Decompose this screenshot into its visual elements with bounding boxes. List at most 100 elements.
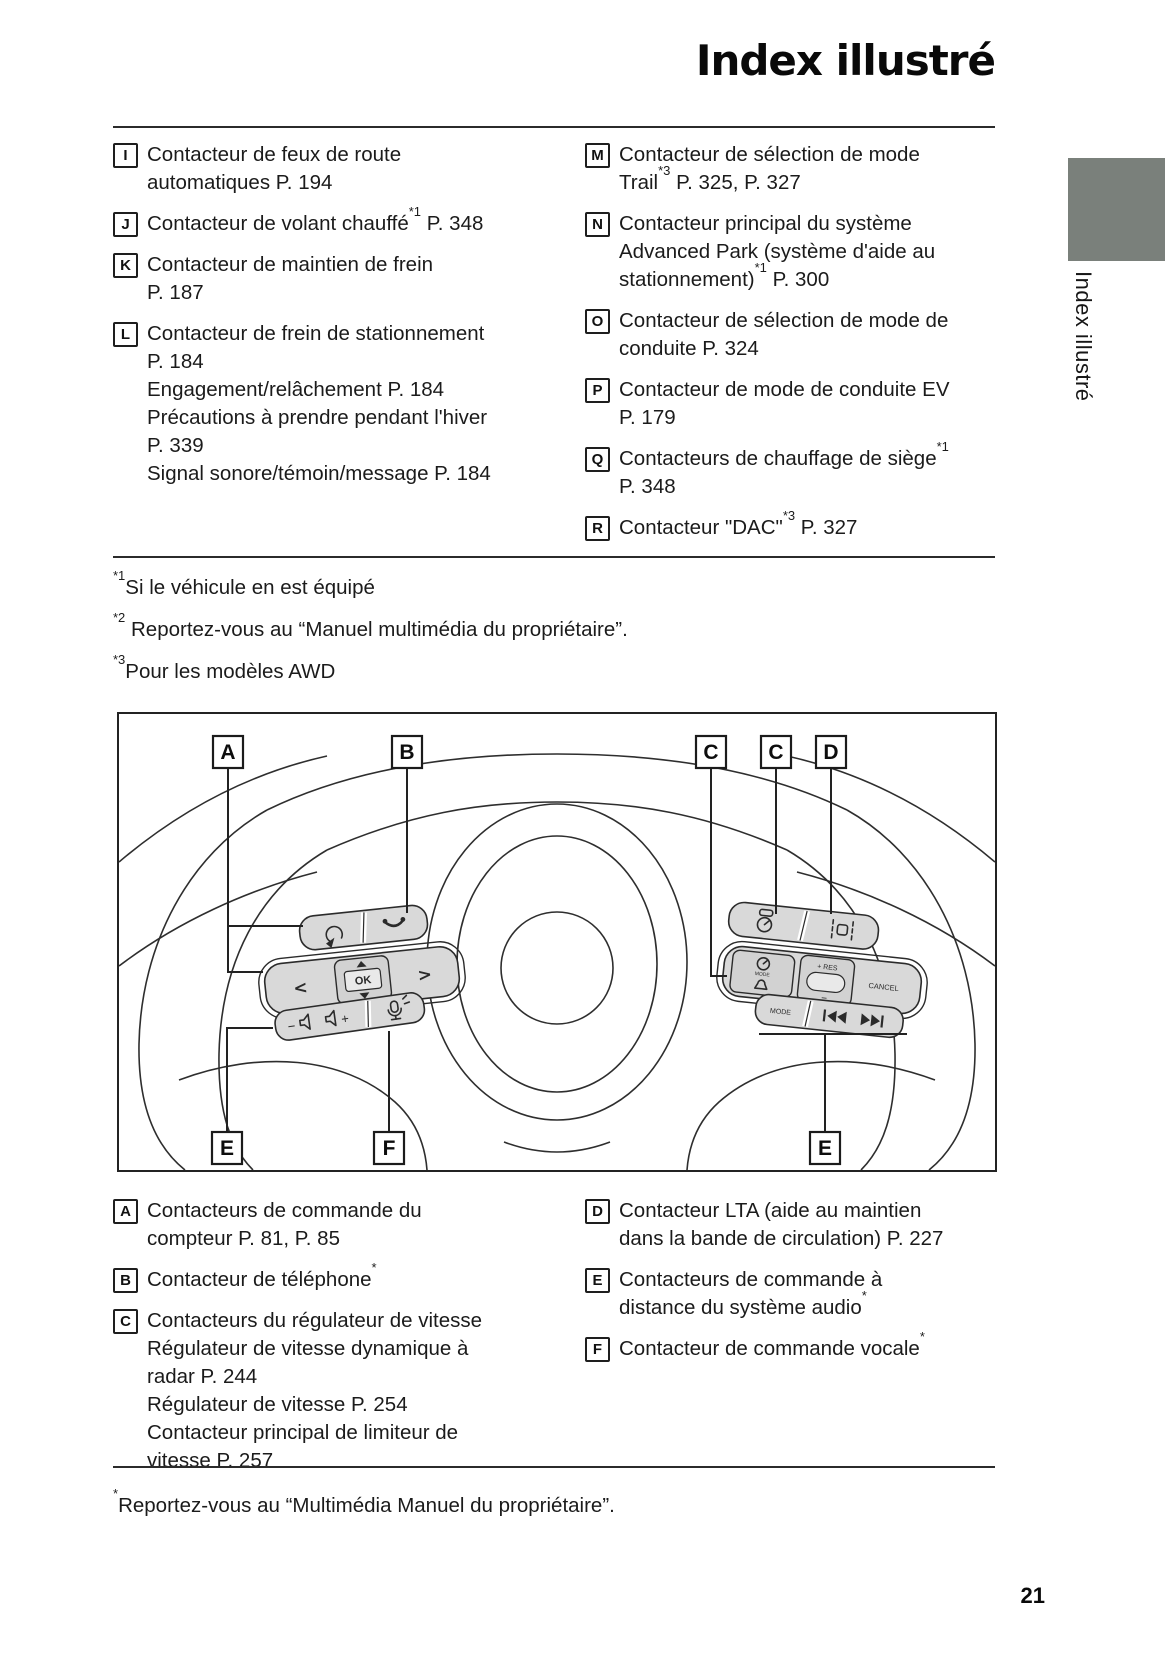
previous-track-icon — [822, 1009, 847, 1024]
index-item-E: E Contacteurs de commande à distance du s… — [585, 1266, 953, 1322]
left-arrow-button: < — [292, 978, 308, 999]
item-key-badge: I — [113, 143, 138, 168]
item-line: Contacteur de frein de stationnement P. … — [147, 322, 485, 373]
superscript-marker: * — [861, 1288, 867, 1304]
item-line: Engagement/relâchement P. 184 — [147, 378, 445, 401]
speaker-icon — [324, 1009, 337, 1027]
item-line: Contacteur LTA (aide au maintien dans la… — [619, 1199, 944, 1250]
callout-D: D — [823, 741, 838, 764]
item-key-badge: Q — [585, 447, 610, 472]
volume-up-label: + — [340, 1011, 350, 1027]
up-arrow-icon — [356, 960, 367, 968]
item-text: Contacteur de sélection de mode Trail*3 … — [619, 141, 953, 197]
top-list-left-column: I Contacteur de feux de route automatique… — [113, 141, 493, 555]
item-text: Contacteurs de commande à distance du sy… — [619, 1266, 953, 1322]
index-item-F: F Contacteur de commande vocale* — [585, 1329, 953, 1363]
index-item-N: N Contacteur principal du système Advance… — [585, 210, 953, 294]
item-text: Contacteur de maintien de frein P. 187 — [147, 251, 493, 307]
callout-leader-lines — [226, 768, 907, 1132]
divider-bottom — [113, 1466, 995, 1468]
callout-E-right: E — [818, 1137, 832, 1160]
down-arrow-icon — [359, 992, 370, 999]
superscript-marker: *3 — [113, 652, 126, 668]
item-key-badge: B — [113, 1268, 138, 1293]
item-line: Contacteur "DAC"*3 P. 327 — [619, 508, 858, 539]
index-item-D: D Contacteur LTA (aide au maintien dans l… — [585, 1197, 953, 1253]
back-icon — [325, 925, 343, 949]
bottom-index-list: A Contacteurs de commande du compteur P. … — [113, 1197, 995, 1488]
res-label: + RES — [817, 963, 838, 972]
phone-icon — [382, 916, 406, 928]
mode-small-label: MODE — [754, 971, 770, 979]
item-key-badge: A — [113, 1199, 138, 1224]
footnote-line: *1Si le véhicule en est équipé — [113, 568, 375, 599]
item-key-badge: J — [113, 212, 138, 237]
callout-C2: C — [768, 741, 783, 764]
item-line: Précautions à prendre pendant l'hiver P.… — [147, 406, 488, 457]
item-text: Contacteur de frein de stationnement P. … — [147, 320, 493, 488]
item-line: Contacteur de téléphone* — [147, 1260, 377, 1291]
item-key-badge: C — [113, 1309, 138, 1334]
item-line: Contacteur de sélection de mode Trail*3 … — [619, 143, 920, 194]
lane-keep-icon — [830, 919, 855, 942]
item-key-badge: N — [585, 212, 610, 237]
page-title: Index illustré — [695, 36, 996, 85]
item-key-badge: F — [585, 1337, 610, 1362]
item-key-badge: K — [113, 253, 138, 278]
callout-E-left: E — [220, 1137, 234, 1160]
item-line: Contacteur de commande vocale* — [619, 1329, 925, 1360]
callout-F: F — [383, 1137, 396, 1160]
item-line: Signal sonore/témoin/message P. 184 — [147, 462, 491, 485]
index-item-Q: Q Contacteurs de chauffage de siège*1 P. … — [585, 439, 953, 501]
superscript-marker: *3 — [658, 163, 671, 179]
item-line: Régulateur de vitesse dynamique à radar … — [147, 1337, 469, 1388]
superscript-marker: *2 — [113, 610, 126, 626]
item-text: Contacteur "DAC"*3 P. 327 — [619, 508, 858, 542]
bottom-list-left-column: A Contacteurs de commande du compteur P. … — [113, 1197, 493, 1488]
item-key-badge: D — [585, 1199, 610, 1224]
right-arrow-button: > — [417, 965, 433, 986]
index-item-I: I Contacteur de feux de route automatique… — [113, 141, 493, 197]
superscript-marker: *1 — [936, 439, 949, 455]
index-item-L: L Contacteur de frein de stationnement P.… — [113, 320, 493, 488]
item-line: Régulateur de vitesse P. 254 — [147, 1393, 408, 1416]
bottom-footnote: *Reportez-vous au “Multimédia Manuel du … — [113, 1487, 615, 1534]
callout-B: B — [399, 741, 414, 764]
item-line: Contacteurs du régulateur de vitesse — [147, 1309, 483, 1332]
item-key-badge: L — [113, 322, 138, 347]
item-text: Contacteur de volant chauffé*1 P. 348 — [147, 204, 484, 238]
callout-labels: A B C C D E F E — [210, 734, 848, 1166]
chapter-tab-label: Index illustré — [1071, 271, 1096, 402]
footnote-line: *3Pour les modèles AWD — [113, 652, 336, 683]
item-text: Contacteurs de chauffage de siège*1 P. 3… — [619, 439, 953, 501]
index-item-K: K Contacteur de maintien de frein P. 187 — [113, 251, 493, 307]
item-line: Contacteurs de commande à distance du sy… — [619, 1268, 883, 1319]
voice-command-icon — [387, 994, 411, 1021]
callout-A: A — [220, 741, 235, 764]
item-line: Contacteurs de chauffage de siège*1 P. 3… — [619, 439, 949, 498]
item-text: Contacteur de feux de route automatiques… — [147, 141, 493, 197]
audio-volume-row: − + — [274, 992, 426, 1041]
divider-middle — [113, 556, 995, 558]
item-line: Contacteur de volant chauffé*1 P. 348 — [147, 204, 484, 235]
item-text: Contacteur principal du système Advanced… — [619, 210, 953, 294]
item-text: Contacteur LTA (aide au maintien dans la… — [619, 1197, 953, 1253]
item-line: Contacteurs de commande du compteur P. 8… — [147, 1199, 422, 1250]
page-number: 21 — [1020, 1583, 1045, 1608]
divider-top — [113, 126, 995, 128]
item-text: Contacteur de sélection de mode de condu… — [619, 307, 953, 363]
superscript-marker: * — [919, 1329, 925, 1345]
cancel-label: CANCEL — [868, 981, 899, 993]
footnote-line: *2 Reportez-vous au “Manuel multimédia d… — [113, 610, 628, 641]
right-switch-cluster: MODE + RES − CANCEL MODE — [716, 901, 928, 1039]
index-item-J: J Contacteur de volant chauffé*1 P. 348 — [113, 204, 493, 238]
index-item-A: A Contacteurs de commande du compteur P. … — [113, 1197, 493, 1253]
cruise-control-icon — [756, 908, 774, 933]
audio-remote-row: MODE — [754, 993, 904, 1039]
item-key-badge: E — [585, 1268, 610, 1293]
index-item-B: B Contacteur de téléphone* — [113, 1260, 493, 1294]
